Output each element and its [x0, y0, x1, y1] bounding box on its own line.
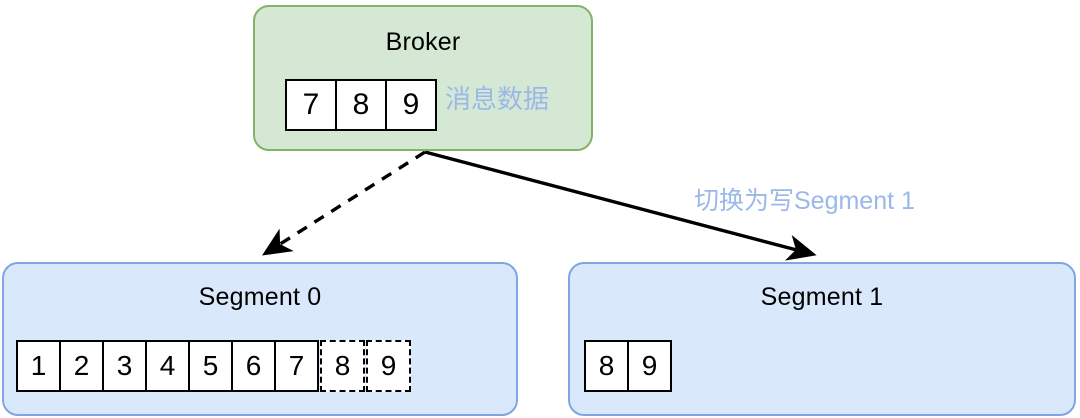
segment0-cell: 5	[188, 340, 233, 392]
segment0-cell: 6	[231, 340, 276, 392]
broker-title: Broker	[385, 28, 461, 56]
segment0-box: Segment 0 1 2 3 4 5 6 7 8 9	[2, 262, 518, 416]
arrow-broker-to-segment0	[261, 150, 426, 256]
broker-cell: 8	[335, 79, 387, 131]
segment0-cell: 7	[274, 340, 319, 392]
segment0-cell: 3	[102, 340, 147, 392]
broker-box: Broker 7 8 9	[253, 5, 593, 151]
segment1-cell: 9	[627, 340, 672, 392]
segment0-title: Segment 0	[198, 283, 322, 311]
segment0-cell: 2	[59, 340, 104, 392]
segment1-cell: 8	[584, 340, 629, 392]
segment0-cell: 4	[145, 340, 190, 392]
segment0-cell: 1	[16, 340, 61, 392]
switch-to-write-label: 切换为写Segment 1	[694, 187, 915, 215]
segment1-title: Segment 1	[760, 283, 884, 311]
message-data-label: 消息数据	[445, 84, 550, 114]
segment1-message-cells: 8 9	[584, 340, 672, 392]
segment0-cell-pending: 8	[320, 340, 365, 392]
segment1-box: Segment 1 8 9	[568, 262, 1076, 416]
broker-message-cells: 7 8 9	[285, 79, 437, 131]
segment0-cell-pending: 9	[366, 340, 411, 392]
segment0-message-cells: 1 2 3 4 5 6 7 8 9	[16, 340, 411, 392]
broker-cell: 7	[285, 79, 337, 131]
broker-cell: 9	[385, 79, 437, 131]
